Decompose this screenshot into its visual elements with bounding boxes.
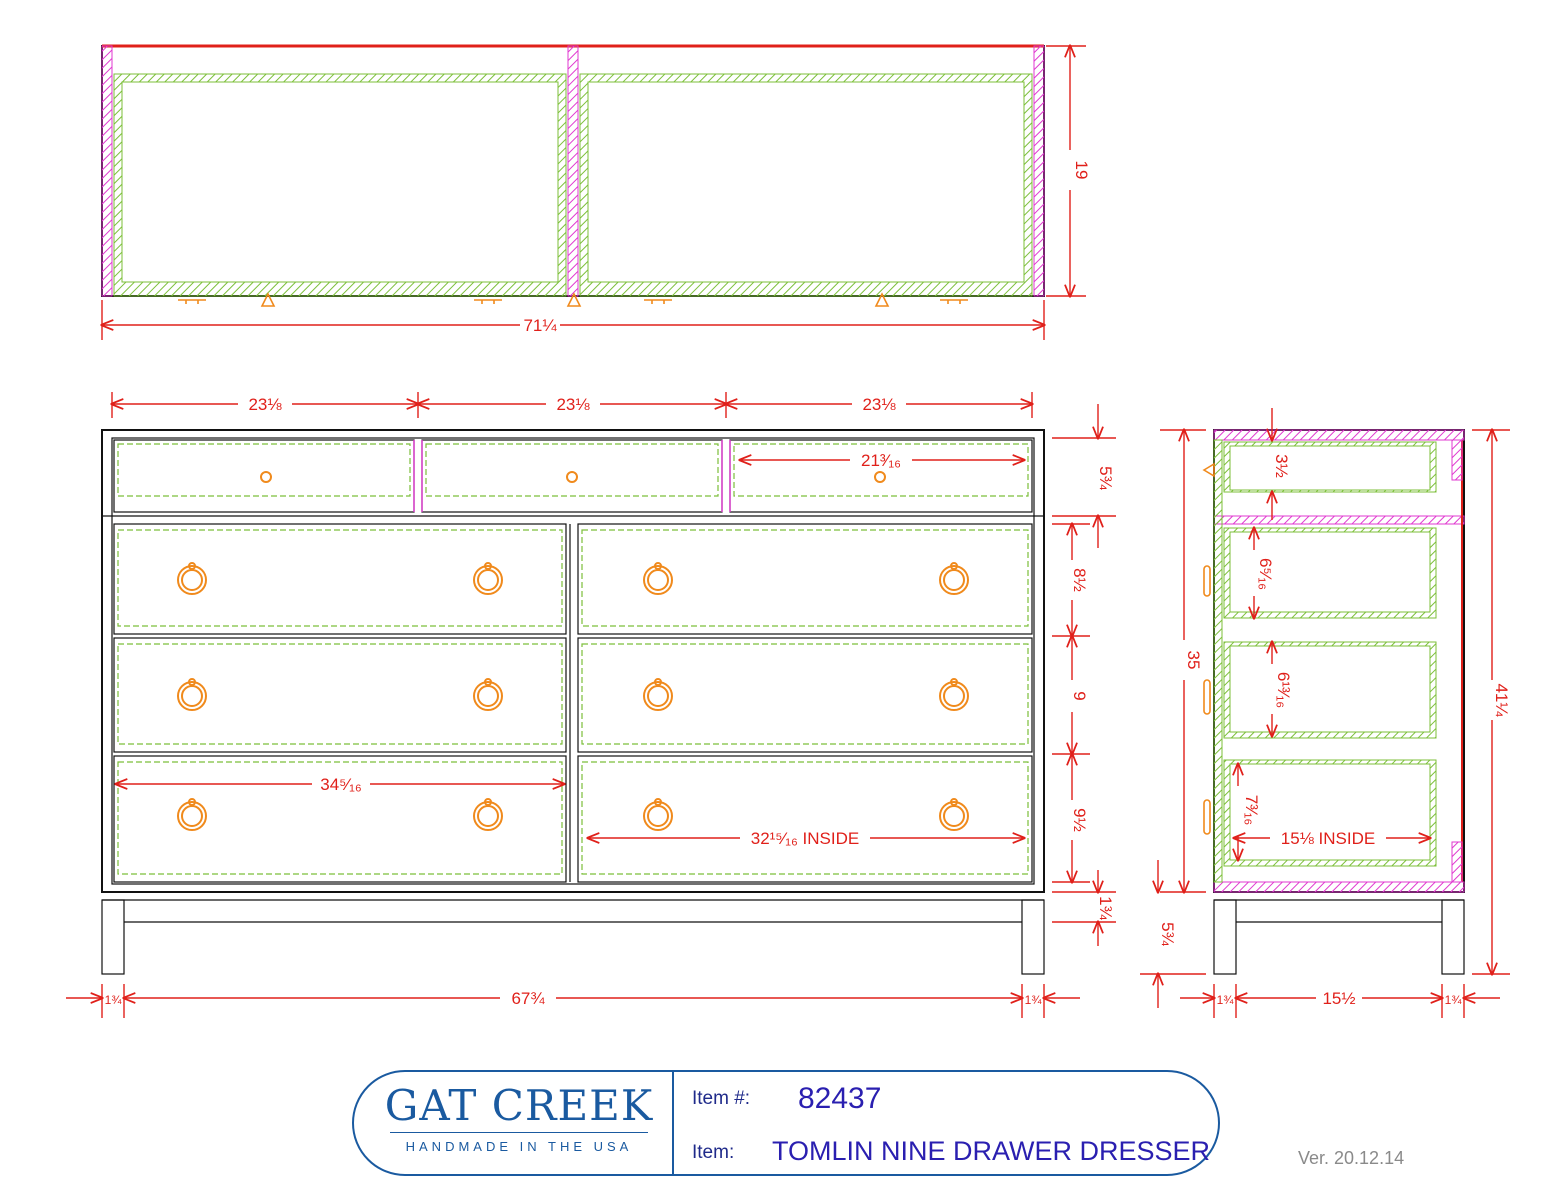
ring-pull [177,562,207,595]
item-label: Item: [692,1142,735,1163]
center-divider [567,45,579,297]
brand-logo: GAT CREEK HANDMADE IN THE USA [384,1081,654,1155]
row2-height-label: 8½ [1070,568,1089,592]
side-base-height-label: 5¾ [1158,922,1177,946]
rail-height-label: 1¾ [1096,896,1115,920]
front-large-drawers [113,523,1033,883]
side-right-leg-label: 1¾ [1445,993,1463,1007]
knob-1 [260,471,272,483]
top-depth-label: 19 [1072,161,1091,180]
ring-pulls [177,562,969,831]
brand-tagline: HANDMADE IN THE USA [405,1139,633,1154]
row4-height-label: 9½ [1070,808,1089,832]
ring-pull [939,678,969,711]
row3-height-label: 9 [1070,691,1089,700]
side-top-panel [1213,429,1465,441]
column-2-label: 23⅛ [556,395,590,414]
top-drawer-inside-label: 21³⁄₁₆ [861,451,901,470]
side-depth-label: 15½ [1322,989,1355,1008]
item-number-label: Item #: [692,1088,751,1109]
column-3-label: 23⅛ [862,395,896,414]
ring-pull [643,562,673,595]
ring-pull [473,562,503,595]
side-case-height-label: 35 [1184,651,1203,670]
front-top-drawer-2 [421,439,723,513]
column-1-label: 23⅛ [248,395,282,414]
side-drawer-boxes [1223,439,1463,883]
ring-pull [473,798,503,831]
side-left-leg-label: 1¾ [1217,993,1235,1007]
front-right-leg-label: 1¾ [1025,993,1043,1007]
bottom-drawer-inside-label: 32¹⁵⁄₁₆ INSIDE [751,829,859,848]
title-block-divider [672,1072,674,1174]
ring-pull [473,678,503,711]
item-name: TOMLIN NINE DRAWER DRESSER [772,1136,1211,1166]
front-left-leg-label: 1¾ [105,993,123,1007]
side-pulls [1202,462,1215,835]
ring-pull [939,798,969,831]
right-side-panel [1033,45,1045,297]
side-drawer4-label: 7³⁄₁₆ [1242,795,1261,826]
front-top-drawer-1 [113,439,415,513]
case-outline [101,429,1045,893]
ring-pull [643,678,673,711]
top-width-label: 71¼ [523,316,557,335]
top-view-pulls [178,292,968,307]
front-view: 23⅛ 23⅛ 23⅛ 21³⁄₁₆ 5¾ 8½ 9 9½ 1¾ 3 [66,392,1116,1018]
front-overall-width-label: 67¾ [511,989,545,1008]
knob-3 [874,471,886,483]
knob-2 [566,471,578,483]
item-number: 82437 [798,1082,882,1115]
version-label: Ver. 20.12.14 [1298,1148,1405,1168]
title-block: GAT CREEK HANDMADE IN THE USA Item #: 82… [352,1070,1220,1176]
side-drawer3-label: 6¹³⁄₁₆ [1274,672,1293,708]
top-view: 71¼ 19 [101,44,1091,340]
brand-name: GAT CREEK [384,1081,654,1130]
ring-pull [177,678,207,711]
left-side-panel [101,45,113,297]
logo-rule [390,1132,648,1133]
ring-pull [643,798,673,831]
side-drawer1-label: 3½ [1272,454,1291,478]
side-inside-depth-label: 15⅛ INSIDE [1281,829,1376,848]
side-overall-height-label: 41¼ [1492,683,1511,717]
side-view: 3½ 6⁵⁄₁₆ 6¹³⁄₁₆ 7³⁄₁₆ 15⅛ INSIDE 35 41¼ … [1140,408,1511,1018]
top-row-height-label: 5¾ [1096,466,1115,490]
ring-pull [177,798,207,831]
bottom-drawer-width-label: 34⁵⁄₁₆ [320,775,361,794]
front-base [101,899,1045,975]
side-drawer2-label: 6⁵⁄₁₆ [1256,558,1275,590]
ring-pull [939,562,969,595]
